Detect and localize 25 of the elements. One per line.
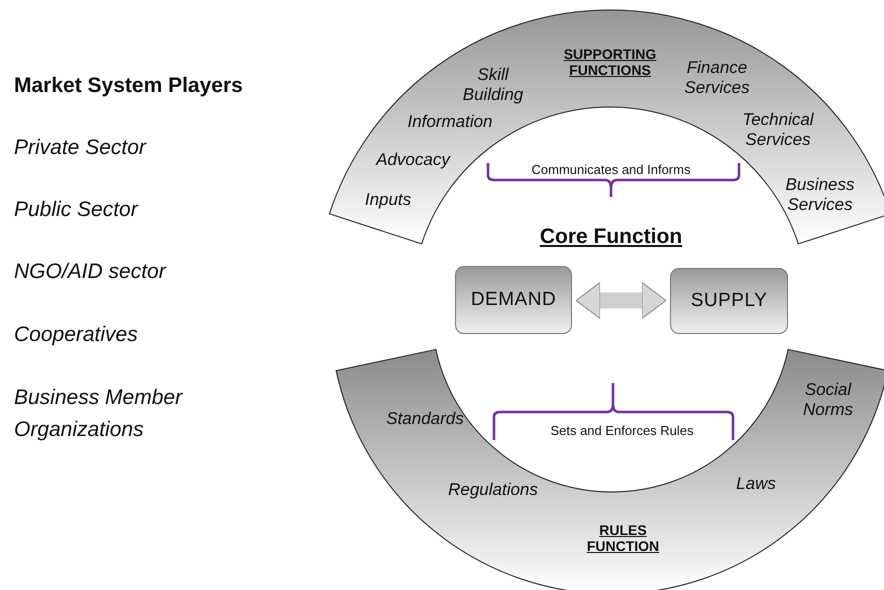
process-box: DEMAND [455, 266, 572, 334]
function-label: Regulations [447, 480, 539, 500]
bracket-label: Sets and Enforces Rules [550, 422, 694, 440]
list-item: NGO/AID sector [14, 259, 166, 285]
function-label: Inputs [364, 190, 412, 210]
section-heading: Core Function [540, 224, 682, 250]
list-item: Cooperatives [14, 322, 138, 348]
function-label: Finance Services [683, 58, 751, 98]
function-label: Information [406, 112, 494, 132]
process-box: SUPPLY [670, 268, 788, 334]
function-label: Technical Services [741, 110, 815, 150]
function-label: Business Services [784, 175, 856, 215]
section-heading: RULES FUNCTION [586, 522, 660, 554]
list-item: Business Member Organizations [14, 385, 184, 442]
function-label: Laws [735, 474, 777, 494]
function-label: Standards [385, 409, 465, 429]
list-heading: Market System Players [14, 73, 243, 99]
double-arrow [576, 282, 666, 319]
section-heading: SUPPORTING FUNCTIONS [562, 46, 658, 78]
function-label: Skill Building [462, 65, 524, 105]
list-item: Public Sector [14, 197, 138, 223]
bracket-label: Communicates and Informs [532, 161, 690, 179]
function-label: Social Norms [802, 380, 854, 420]
function-label: Advocacy [374, 150, 452, 170]
list-item: Private Sector [14, 135, 146, 161]
